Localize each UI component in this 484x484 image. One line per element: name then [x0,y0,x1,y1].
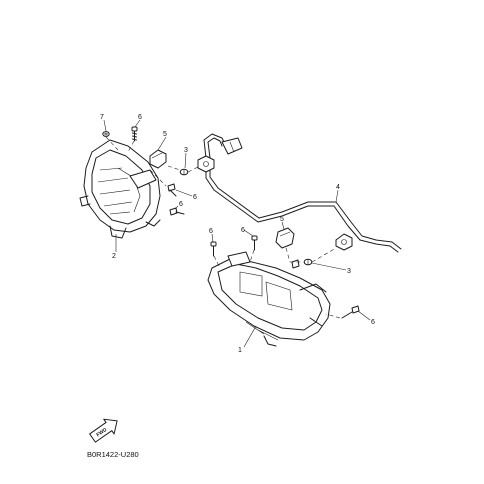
headlight-housing-right [207,251,331,347]
callout-numbers: 7 6 5 3 6 6 2 4 6 6 5 3 6 1 [100,114,375,354]
bolt-part-6-b [167,183,177,197]
callout-2: 2 [112,253,116,260]
callout-3: 3 [184,147,188,154]
bulb-part-3-b [303,258,313,266]
callout-6: 6 [371,319,375,326]
callout-5: 5 [280,216,284,223]
bulb-part-3-a [179,168,189,176]
bolt-part-6-f [341,305,360,319]
bolt-part-6-d [210,241,217,257]
callout-6: 6 [179,201,183,208]
leader-lines [103,119,371,348]
washer-part-7 [102,131,110,137]
fwd-label: FWD [95,427,108,439]
callout-1: 1 [238,347,242,354]
wire-harness-part-4 [197,133,402,253]
bolt-part-6-c [169,207,185,216]
diagram-code: B0R1422-U280 [87,450,139,459]
bulb-socket-part-5-b [275,227,295,249]
bulb-socket-part-5-a [149,149,167,169]
callout-7: 7 [100,114,104,121]
callout-5: 5 [163,131,167,138]
bolt-part-6-e [251,235,258,251]
callout-6: 6 [138,114,142,121]
clip-small [291,259,300,269]
callout-6: 6 [209,228,213,235]
callout-3: 3 [347,268,351,275]
callout-6: 6 [241,227,245,234]
callout-4: 4 [336,184,340,191]
bolt-part-6-a [131,126,138,142]
fwd-arrow-icon: FWD [89,418,118,443]
callout-6: 6 [193,194,197,201]
headlight-housing-left [79,139,161,239]
